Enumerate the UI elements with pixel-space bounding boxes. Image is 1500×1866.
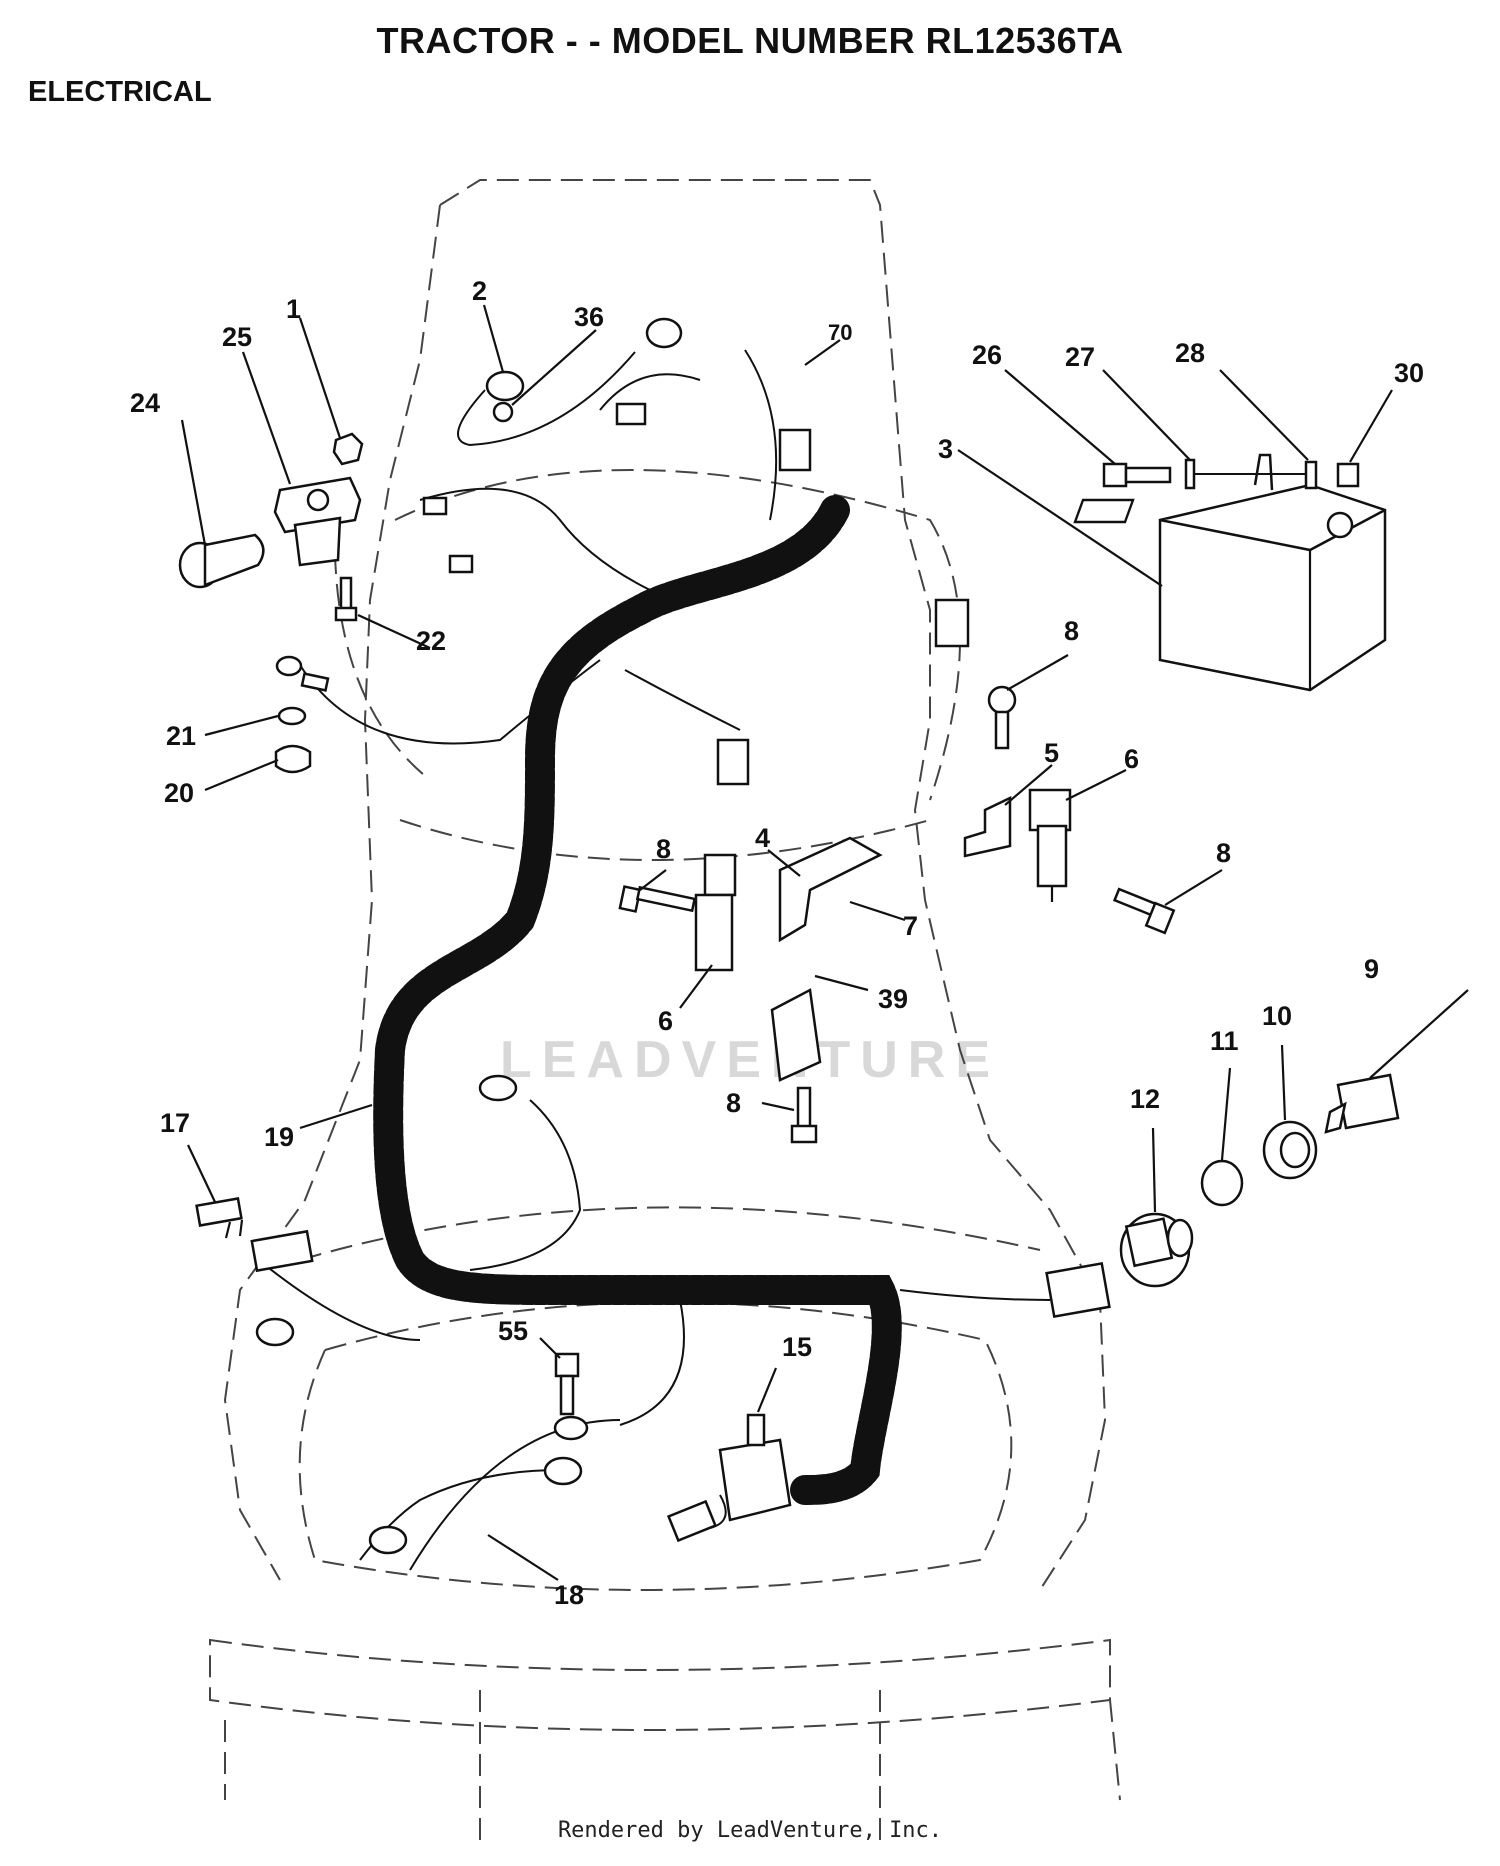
callout-21: 21 <box>166 721 196 751</box>
callout-1: 1 <box>286 294 301 324</box>
screw-icon <box>790 1086 818 1144</box>
connector-icon <box>934 598 970 648</box>
connector-icon <box>716 738 750 786</box>
ring-terminal-tab-icon <box>300 672 330 692</box>
callout-25: 25 <box>222 322 252 352</box>
callout-26: 26 <box>972 340 1002 370</box>
callout-18: 18 <box>554 1580 584 1610</box>
lock-washer-icon <box>277 706 307 726</box>
wire-upper <box>299 349 778 745</box>
ring-terminal-icon <box>543 1456 583 1486</box>
bracket-icon <box>963 796 1012 858</box>
parts <box>178 317 1400 1555</box>
callout-3: 3 <box>938 434 953 464</box>
callout-7: 7 <box>903 911 918 941</box>
terminal-boot-icon <box>178 533 265 589</box>
callout-9: 9 <box>1364 954 1379 984</box>
callout-8a: 8 <box>1064 616 1079 646</box>
pto-switch-icon <box>718 1413 792 1522</box>
callout-8c: 8 <box>1216 838 1231 868</box>
callout-24: 24 <box>130 388 160 418</box>
callout-10: 10 <box>1262 1001 1292 1031</box>
callout-55: 55 <box>498 1316 528 1346</box>
callout-labels: 1 2 3 4 5 6 6 7 8 8 8 8 9 10 11 12 15 17… <box>130 276 1424 1610</box>
battery-bolt-icon <box>1102 462 1172 488</box>
callout-6b: 6 <box>658 1006 673 1036</box>
screw-icon <box>334 576 358 622</box>
connector-icon <box>615 402 647 426</box>
interlock-switch-icon <box>1028 788 1072 902</box>
key-icon <box>1324 1073 1400 1134</box>
callout-8b: 8 <box>656 834 671 864</box>
callout-11: 11 <box>1210 1026 1239 1056</box>
callout-8d: 8 <box>726 1088 741 1118</box>
hex-nut-icon <box>274 744 312 774</box>
washer-icon <box>1184 458 1196 490</box>
star-washer-icon <box>492 401 514 423</box>
callout-19: 19 <box>264 1122 294 1152</box>
switch-bracket-icon <box>778 836 883 943</box>
coiled-harness <box>373 495 902 1505</box>
callout-28: 28 <box>1175 338 1205 368</box>
callout-20: 20 <box>164 778 194 808</box>
ring-terminal-icon <box>368 1525 408 1555</box>
connector-icon <box>666 1499 718 1543</box>
footer-credit: Rendered by LeadVenture, Inc. <box>557 1818 943 1843</box>
ring-terminal-2-icon <box>485 370 525 402</box>
callout-15: 15 <box>782 1332 812 1362</box>
callout-2: 2 <box>472 276 487 306</box>
support-bracket-icon <box>770 988 822 1082</box>
ring-terminal-icon <box>255 1317 295 1347</box>
screw-icon <box>618 885 697 913</box>
bezel-inner-icon <box>1279 1131 1311 1169</box>
callout-12: 12 <box>1130 1084 1160 1114</box>
callout-70: 70 <box>828 320 852 345</box>
callout-5: 5 <box>1044 738 1059 768</box>
section-title: ELECTRICAL <box>28 76 212 108</box>
ground-screw-icon <box>554 1352 580 1416</box>
ring-terminal-icon <box>275 655 303 677</box>
leader-lines <box>180 304 1469 1581</box>
watermark-text: LEADVENTURE <box>499 1031 1001 1089</box>
callout-17: 17 <box>160 1108 190 1138</box>
connector-icon <box>422 496 448 516</box>
fuse-holder-icon <box>250 1229 314 1273</box>
harness-plug-icon <box>1045 1262 1111 1318</box>
ignition-switch-icon <box>1119 1212 1194 1288</box>
battery-nut-30-icon <box>1336 462 1360 488</box>
hex-nut-icon <box>1200 1159 1244 1207</box>
ring-terminal-icon <box>553 1415 589 1441</box>
callout-27: 27 <box>1065 342 1095 372</box>
battery-icon <box>1073 453 1387 692</box>
ring-terminal-36-icon <box>645 317 683 349</box>
callout-22: 22 <box>416 626 446 656</box>
interlock-switch-icon <box>694 853 737 972</box>
page-title: TRACTOR - - MODEL NUMBER RL12536TA <box>376 20 1124 61</box>
callout-6a: 6 <box>1124 744 1139 774</box>
connector-icon <box>448 554 474 574</box>
callout-30: 30 <box>1394 358 1424 388</box>
screw-icon <box>987 685 1017 750</box>
nut-icon <box>332 432 364 466</box>
ring-terminal-icon <box>478 1074 518 1102</box>
battery-nut-icon <box>1304 460 1318 490</box>
screw-icon <box>1112 887 1176 935</box>
connector-icon <box>778 428 812 472</box>
solenoid-icon <box>273 476 362 567</box>
fuse-icon <box>195 1197 244 1239</box>
callout-39: 39 <box>878 984 908 1014</box>
wire-ground <box>264 1099 1051 1571</box>
callout-4: 4 <box>755 823 770 853</box>
callout-36: 36 <box>574 302 604 332</box>
